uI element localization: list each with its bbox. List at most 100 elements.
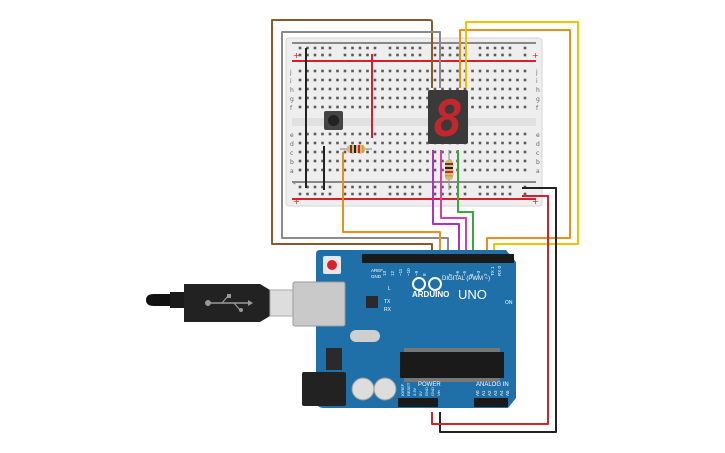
breadboard-hole (448, 53, 452, 57)
wire-yellow (465, 21, 579, 256)
breadboard-hole (373, 53, 377, 57)
breadboard-hole (486, 168, 489, 172)
row-letter-a-right: a (536, 168, 540, 175)
pin-label-10: ~10 (406, 268, 411, 276)
breadboard-hole (366, 105, 369, 109)
breadboard-hole (298, 96, 302, 100)
breadboard-hole (426, 78, 429, 82)
row-letter-j: j (289, 69, 292, 76)
breadboard-hole (358, 192, 362, 196)
breadboard-hole (418, 53, 422, 57)
breadboard-hole (298, 132, 302, 136)
breadboard-hole (396, 105, 399, 109)
breadboard-hole (313, 185, 317, 189)
breadboard-hole (321, 96, 324, 100)
breadboard-hole (448, 192, 452, 196)
rx-label: RX (384, 307, 392, 313)
breadboard-hole (313, 87, 317, 91)
breadboard-hole (523, 192, 527, 196)
breadboard-hole (486, 96, 489, 100)
breadboard-hole (373, 78, 377, 82)
breadboard-hole (441, 185, 444, 189)
breadboard-hole (313, 192, 317, 196)
breadboard-hole (343, 78, 347, 82)
breadboard-hole (441, 159, 444, 163)
breadboard-hole (396, 185, 399, 189)
breadboard-hole (486, 69, 489, 73)
breadboard-hole (486, 150, 489, 154)
l-label: L (388, 286, 391, 292)
breadboard-hole (433, 46, 437, 50)
breadboard-hole (478, 96, 482, 100)
pin-label-7: 7 (448, 273, 453, 276)
breadboard-hole (358, 105, 362, 109)
breadboard-hole (298, 159, 302, 163)
breadboard-hole (493, 105, 497, 109)
breadboard-hole (373, 141, 377, 145)
breadboard-hole (501, 53, 504, 57)
breadboard-hole (336, 141, 339, 145)
breadboard-hole (471, 105, 474, 109)
pin-label-gnd2: GND (430, 387, 435, 396)
breadboard-hole (366, 78, 369, 82)
breadboard-hole (328, 78, 332, 82)
breadboard-hole (486, 46, 489, 50)
usb-icon (205, 294, 253, 312)
breadboard-hole (501, 132, 504, 136)
breadboard-hole (516, 150, 519, 154)
breadboard-hole (313, 150, 317, 154)
breadboard-hole (343, 192, 347, 196)
digital-label: DIGITAL (PWM ~) (442, 276, 490, 282)
breadboard-hole (298, 53, 302, 57)
breadboard-hole (373, 168, 377, 172)
breadboard-hole (508, 185, 512, 189)
breadboard-hole (411, 78, 414, 82)
power-header (398, 398, 438, 407)
breadboard-hole (298, 168, 302, 172)
breadboard-hole (388, 105, 392, 109)
display-body (428, 90, 468, 144)
breadboard-hole (403, 96, 407, 100)
breadboard-hole (516, 159, 519, 163)
resistor-vertical (445, 150, 453, 190)
breadboard-hole (358, 185, 362, 189)
breadboard-hole (328, 132, 332, 136)
breadboard-hole (441, 150, 444, 154)
usb-plug-metal (269, 289, 297, 317)
breadboard-hole (493, 168, 497, 172)
breadboard-hole (328, 53, 332, 57)
breadboard-hole (366, 53, 369, 57)
breadboard-hole (306, 168, 309, 172)
pin-label-a4: A4 (499, 390, 504, 396)
breadboard-hole (508, 69, 512, 73)
breadboard-hole (471, 78, 474, 82)
usb-cable (146, 284, 297, 322)
breadboard-hole (396, 168, 399, 172)
breadboard-hole (328, 87, 332, 91)
wire-gray (281, 31, 449, 256)
pin-label-reset: RESET (406, 382, 411, 396)
analog-pin-labels: A0 A1 A2 A3 A4 A5 (475, 390, 510, 396)
breadboard-hole (478, 168, 482, 172)
breadboard-hole (388, 132, 392, 136)
breadboard-hole (426, 105, 429, 109)
breadboard-hole (441, 87, 444, 91)
breadboard-hole (328, 185, 332, 189)
breadboard-hole (306, 185, 309, 189)
breadboard-hole (441, 78, 444, 82)
breadboard-hole (493, 132, 497, 136)
breadboard-hole (418, 69, 422, 73)
row-letter-c: c (290, 150, 293, 157)
breadboard-hole (411, 132, 414, 136)
breadboard-hole (343, 150, 347, 154)
breadboard-hole (328, 150, 332, 154)
breadboard-hole (321, 69, 324, 73)
breadboard-hole (456, 46, 459, 50)
breadboard-hole (471, 168, 474, 172)
center-groove (292, 118, 536, 126)
breadboard-hole (426, 87, 429, 91)
breadboard-hole (456, 53, 459, 57)
breadboard-hole (463, 87, 467, 91)
breadboard-hole (373, 69, 377, 73)
wire-green (457, 150, 474, 256)
